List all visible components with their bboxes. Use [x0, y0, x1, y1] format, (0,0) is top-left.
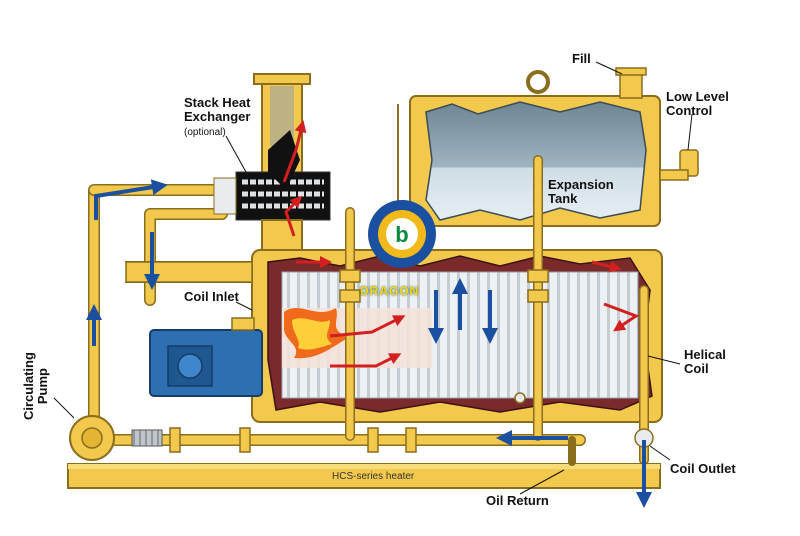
label-base: HCS-series heater: [332, 471, 415, 482]
label-low-level-control: Low Level Control: [666, 89, 729, 118]
stack-heat-exchanger: [213, 73, 331, 251]
circulating-pump: [69, 415, 163, 461]
dragon-logo: b: [368, 200, 436, 268]
expansion-tank: [397, 67, 699, 250]
logo-text: DRAGON: [360, 284, 420, 298]
burner-flame: [284, 308, 348, 359]
label-expansion-tank: Expansion Tank: [548, 177, 614, 206]
label-circulating-pump: Circulating Pump: [21, 352, 50, 420]
label-coil-inlet: Coil Inlet: [184, 289, 239, 304]
logo-mark: b: [395, 222, 408, 247]
base-skid: [67, 463, 661, 489]
label-stack-heat-exchanger: Stack Heat Exchanger: [184, 95, 251, 124]
label-coil-outlet: Coil Outlet: [670, 461, 736, 476]
leader-lines: [53, 61, 693, 495]
label-fill: Fill: [572, 51, 591, 66]
flow-arrows-red: [282, 120, 640, 368]
burner: [149, 317, 263, 397]
label-optional: (optional): [184, 127, 226, 138]
valves: [169, 269, 654, 453]
duct: [125, 261, 253, 283]
label-oil-return: Oil Return: [486, 493, 549, 508]
flow-arrows-blue: [86, 179, 652, 508]
label-helical-coil: Helical Coil: [684, 347, 726, 376]
